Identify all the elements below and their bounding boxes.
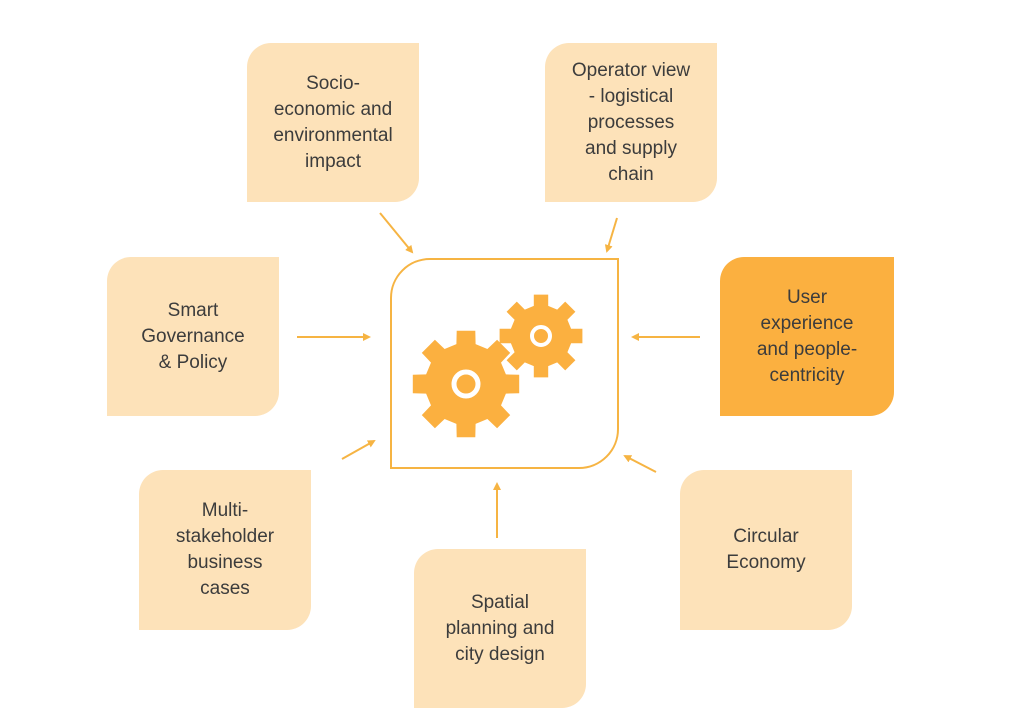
- box-circular-economy: Circular Economy: [680, 470, 852, 630]
- box-multi-stakeholder: Multi- stakeholder business cases: [139, 470, 311, 630]
- box-user-experience: User experience and people- centricity: [720, 257, 894, 416]
- box-smart-governance: Smart Governance & Policy: [107, 257, 279, 416]
- small-gear-icon: [499, 294, 583, 378]
- box-operator-view: Operator view - logistical processes and…: [545, 43, 717, 202]
- box-socio-economic-impact: Socio- economic and environmental impact: [247, 43, 419, 202]
- arrow-socio: [379, 212, 414, 254]
- arrow-multi: [341, 440, 376, 460]
- center-box: [390, 258, 619, 469]
- arrow-operator: [604, 217, 618, 253]
- large-gear-icon: [412, 330, 520, 438]
- box-spatial-planning: Spatial planning and city design: [414, 549, 586, 708]
- arrow-circular: [623, 455, 657, 473]
